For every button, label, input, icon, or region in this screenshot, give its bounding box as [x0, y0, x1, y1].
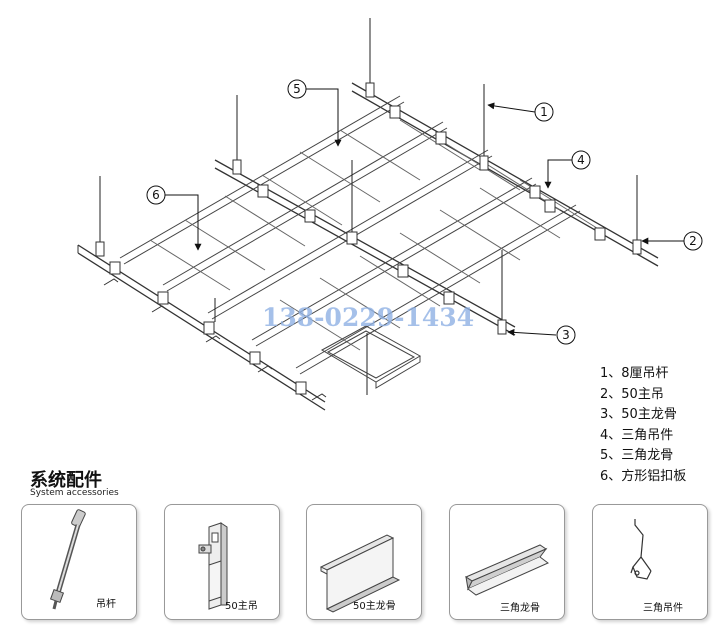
callout-4-num: 4: [577, 153, 585, 167]
callout-4-arrow: [544, 159, 572, 189]
watermark-phone: 138-0229-1434: [262, 303, 475, 332]
hanger-rods: [99, 18, 638, 395]
accessory-label: 吊杆: [96, 599, 116, 610]
hanger-rod-icon: [49, 509, 86, 610]
hanger-clips: [95, 82, 642, 395]
legend-item: 5、三角龙骨: [600, 448, 674, 464]
callout-1-arrow: [487, 102, 536, 113]
main-keel-icon: [319, 534, 401, 613]
legend-item: 6、方形铝扣板: [600, 468, 687, 484]
accessory-card-triangle-keel: 三角龙骨: [449, 504, 565, 620]
ceiling-grid-diagram: 1 2 3 4 5 6: [77, 18, 703, 411]
accessory-card-main-hanger: 50主吊: [164, 504, 280, 620]
clip-tabs: [103, 278, 327, 401]
legend-item: 1、8厘吊杆: [600, 366, 669, 381]
callout-3-arrow: [507, 328, 557, 336]
legend-item: 2、50主吊: [600, 386, 664, 402]
aluminum-panel: [320, 325, 422, 389]
accessory-label: 50主吊: [225, 601, 258, 612]
main-keel-bars: [77, 82, 659, 411]
triangle-hanger-icon: [630, 519, 652, 580]
callout-5-num: 5: [293, 82, 301, 96]
callout-3-num: 3: [562, 328, 570, 342]
callout-5-arrow: [306, 88, 342, 147]
callout-1-num: 1: [540, 105, 548, 119]
accessory-label: 三角吊件: [643, 603, 683, 614]
accessory-card-hanger-rod: 吊杆: [21, 504, 137, 620]
accessory-card-main-keel: 50主龙骨: [306, 504, 422, 620]
parts-legend: 1、8厘吊杆 2、50主吊 3、50主龙骨 4、三角吊件 5、三角龙骨 6、方形…: [600, 364, 715, 488]
callout-6-arrow: [165, 194, 202, 251]
accessory-card-triangle-hanger: 三角吊件: [592, 504, 708, 620]
legend-item: 3、50主龙骨: [600, 407, 677, 423]
accessory-label: 三角龙骨: [500, 603, 540, 614]
accessory-label: 50主龙骨: [353, 601, 396, 612]
accessories-subtitle: System accessories: [30, 488, 119, 498]
callout-2-num: 2: [689, 234, 697, 248]
main-hanger-icon: [198, 522, 228, 610]
legend-item: 4、三角吊件: [600, 427, 674, 443]
callout-6-num: 6: [152, 188, 160, 202]
accessories-title: 系统配件: [30, 470, 102, 491]
triangle-keel-icon: [464, 544, 549, 596]
